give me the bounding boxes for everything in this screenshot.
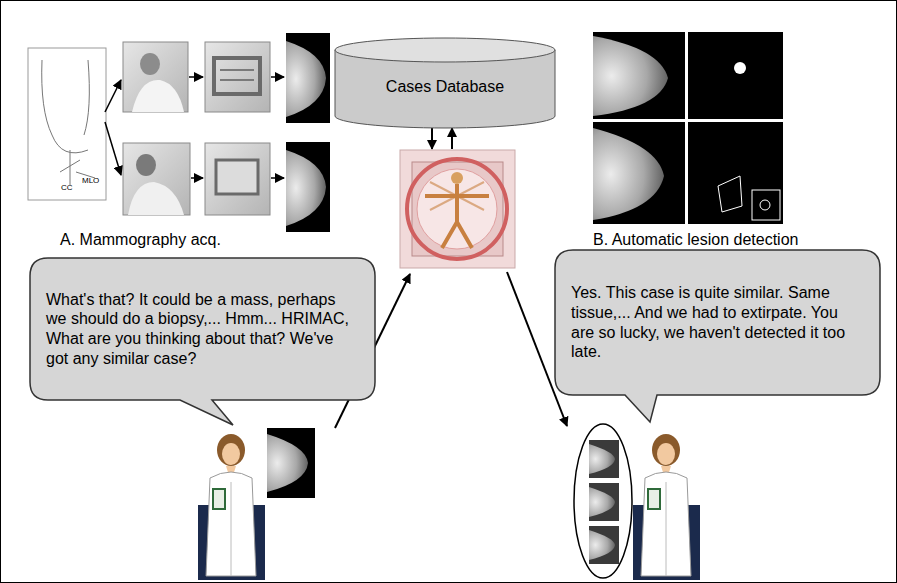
mammogram: [267, 428, 315, 498]
bubble-shape: [555, 250, 880, 422]
database-cylinder: Cases Database: [335, 38, 555, 128]
lesion-tiles-part: [593, 36, 668, 116]
mammogram-part: [267, 434, 308, 492]
photo-machine-part: [205, 143, 270, 215]
photo-machine: [205, 42, 270, 112]
speech-bubble: What's that? It could be a mass, perhaps…: [30, 258, 375, 400]
lesion-tiles-part: [760, 200, 770, 210]
lesion-tiles-part: [688, 32, 783, 119]
breast-sketch: [28, 48, 106, 200]
view-label: CC: [61, 183, 73, 192]
retrieved-cases: [574, 424, 632, 578]
text-block: Yes. This case is quite similar. Same ti…: [555, 283, 880, 361]
photo-patient: [123, 42, 188, 112]
photo-machine-part: [220, 70, 254, 80]
breast-sketch-part: [42, 60, 88, 153]
text-block: Cases Database: [335, 77, 555, 97]
breast-sketch-part: [28, 48, 106, 200]
lesion-tiles-part: [593, 122, 685, 224]
photo-patient-part: [140, 53, 160, 75]
view-label: MLO: [82, 176, 99, 185]
lesion-tiles-part: [593, 32, 685, 119]
retrieved-cases-part: [589, 440, 619, 478]
section-label: B. Automatic lesion detection: [593, 231, 798, 249]
retrieved-cases-part: [574, 424, 632, 578]
doctor-figure: [633, 428, 700, 580]
bubble-shape: [30, 258, 375, 425]
flow-arrow: [105, 80, 121, 112]
system-icon-part: [412, 162, 503, 256]
section-label: A. Mammography acq.: [60, 231, 221, 249]
flow-arrow: [271, 177, 284, 179]
lesion-tiles-part: [718, 176, 742, 212]
mammogram: [286, 142, 330, 232]
system-icon-part: [451, 172, 463, 184]
speech-bubble: Yes. This case is quite similar. Same ti…: [555, 250, 880, 395]
retrieved-cases-part: [589, 483, 619, 521]
lesion-tiles-part: [593, 128, 664, 220]
cylinder-top: [335, 38, 555, 62]
flow-arrow: [451, 128, 453, 149]
photo-machine-part: [214, 58, 260, 94]
retrieved-cases-part: [589, 530, 615, 560]
bubble-outline: [555, 250, 880, 395]
photo-patient-part: [128, 182, 184, 215]
system-icon-part: [407, 159, 507, 259]
photo-patient-part: [132, 80, 184, 112]
photo-machine-part: [205, 42, 270, 112]
flow-arrow: [191, 177, 203, 179]
lesion-tiles-part: [734, 62, 746, 74]
mammogram-part: [267, 428, 315, 498]
lesion-tiles: [593, 32, 783, 224]
speech-text: Yes. This case is quite similar. Same ti…: [571, 283, 864, 361]
photo-machine-part: [216, 160, 258, 194]
photo-patient-part: [136, 154, 156, 176]
photo-patient-part: [123, 42, 188, 112]
flow-arrow: [105, 122, 121, 175]
system-icon: [400, 150, 515, 268]
retrieved-cases-part: [589, 526, 619, 564]
flow-arrow: [189, 76, 203, 78]
bubble-outline: [30, 258, 375, 400]
retrieved-cases-part: [589, 487, 615, 517]
flow-arrow: [431, 128, 433, 149]
flow-arrow: [271, 76, 284, 78]
system-icon-part: [417, 169, 497, 249]
photo-patient-part: [123, 143, 190, 215]
lesion-tiles-part: [688, 122, 783, 224]
system-icon-part: [430, 182, 484, 210]
mammogram: [286, 33, 330, 123]
breast-sketch-part: [84, 60, 89, 135]
retrieved-cases-part: [589, 444, 615, 474]
system-icon-part: [425, 184, 489, 248]
doctor-figure: [198, 428, 265, 580]
speech-text: What's that? It could be a mass, perhaps…: [46, 290, 359, 368]
database-label: Cases Database: [335, 77, 555, 97]
photo-patient: [123, 143, 190, 215]
lesion-tiles-part: [752, 190, 780, 220]
system-icon-part: [400, 150, 515, 268]
photo-machine: [205, 143, 270, 215]
text-block: What's that? It could be a mass, perhaps…: [30, 290, 375, 368]
